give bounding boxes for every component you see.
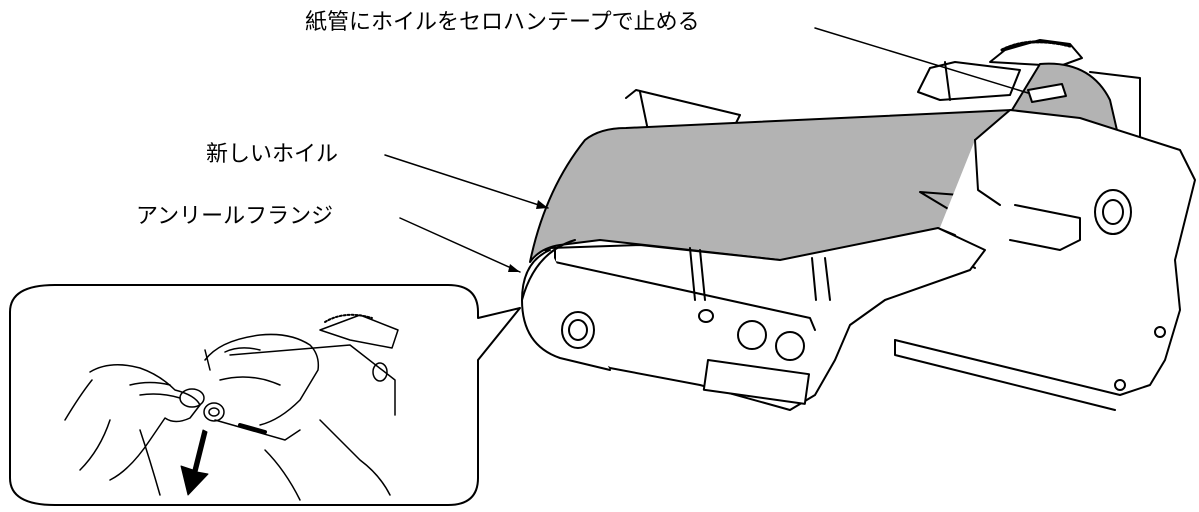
new-foil-label: 新しいホイル: [206, 142, 339, 167]
right-side-plate: [894, 109, 1196, 411]
foil-leader-line: [384, 154, 549, 209]
inset-callout: [9, 284, 521, 506]
flange-leader-line: [399, 217, 521, 273]
foil-leader-arrowhead: [536, 200, 548, 209]
cellophane-tape: [1027, 83, 1067, 103]
unreel-flange: [521, 239, 611, 371]
tape-instruction-label: 紙管にホイルをセロハンテープで止める: [305, 10, 700, 35]
tape-leader-line: [814, 27, 1029, 94]
front-frame: [549, 227, 986, 411]
unreel-flange-label: アンリールフランジ: [136, 204, 334, 229]
pull-direction-arrow-icon: [180, 429, 209, 496]
flange-leader-arrowhead: [508, 264, 520, 272]
